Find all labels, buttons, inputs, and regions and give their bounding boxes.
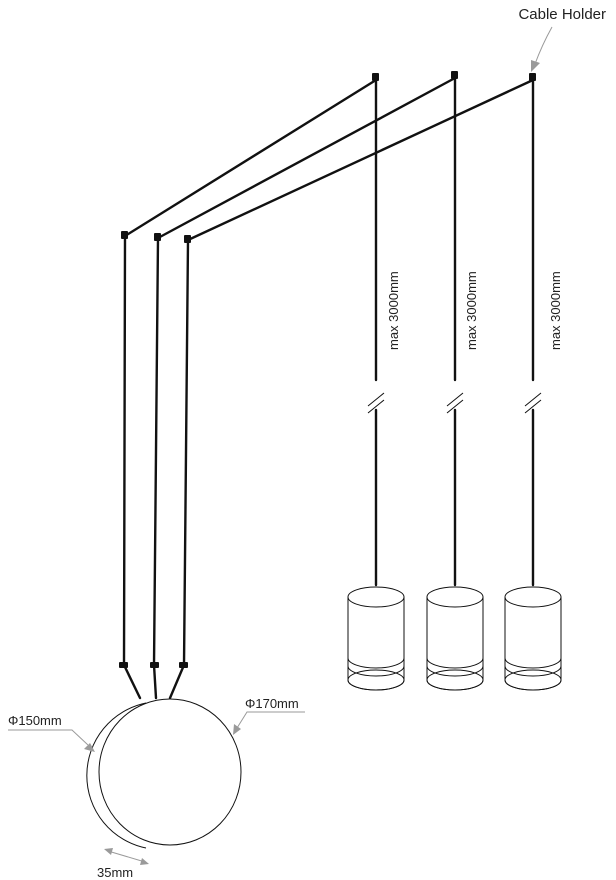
shade-1-top <box>347 586 405 608</box>
ceiling-hook-3 <box>529 73 536 81</box>
canopy-back-edge <box>86 702 147 849</box>
canopy-grip-1 <box>119 662 128 668</box>
ceiling-hook-1 <box>372 73 379 81</box>
cable-2-routing <box>152 76 457 700</box>
ceiling-canopy <box>86 698 242 849</box>
shade-2-opening <box>426 669 484 691</box>
lamp-shade-1 <box>347 586 405 691</box>
shade-3-ring-bottom <box>504 665 562 677</box>
canopy-front-diameter-label: Φ170mm <box>245 696 299 711</box>
cable-holder-bend-1 <box>121 231 128 239</box>
shade-1-ring-bottom <box>347 665 405 677</box>
shade-1-ring-top <box>347 657 405 669</box>
shade-1-opening <box>347 669 405 691</box>
canopy-grip-3 <box>179 662 188 668</box>
canopy-depth-arrowhead-left <box>104 848 113 855</box>
shade-3-opening <box>504 669 562 691</box>
canopy-depth-label: 35mm <box>97 865 133 880</box>
lamp-shade-3 <box>504 586 562 691</box>
canopy-front-disc <box>98 698 242 846</box>
canopy-grip-2 <box>150 662 159 668</box>
cable-length-label-2: max 3000mm <box>464 271 479 350</box>
break-mark-2 <box>446 392 464 414</box>
canopy-front-diameter-leader <box>236 711 305 729</box>
cable-length-label-1: max 3000mm <box>386 271 401 350</box>
shade-3-top <box>504 586 562 608</box>
cable-holder-leader <box>534 26 553 65</box>
cable-3-routing <box>168 78 535 700</box>
canopy-back-diameter-leader <box>8 729 89 746</box>
lamp-shade-2 <box>426 586 484 691</box>
cable-1-routing <box>122 78 378 700</box>
canopy-depth-dimension-line <box>107 850 146 863</box>
cable-2: max 3000mm <box>150 71 479 700</box>
shade-2-ring-top <box>426 657 484 669</box>
cable-holder-arrowhead <box>531 60 540 72</box>
canopy-back-diameter-arrowhead <box>84 743 95 752</box>
cable-3: max 3000mm <box>168 73 563 700</box>
ceiling-hook-2 <box>451 71 458 79</box>
cable-1: max 3000mm <box>119 73 401 700</box>
cable-holder-label: Cable Holder <box>518 6 606 23</box>
break-mark-1 <box>367 392 385 414</box>
break-mark-3 <box>524 392 542 414</box>
shade-3-ring-top <box>504 657 562 669</box>
shade-2-ring-bottom <box>426 665 484 677</box>
canopy-depth-arrowhead-right <box>140 858 149 865</box>
cable-length-label-3: max 3000mm <box>548 271 563 350</box>
shade-2-top <box>426 586 484 608</box>
canopy-back-diameter-label: Φ150mm <box>8 713 62 728</box>
canopy-front-diameter-arrowhead <box>233 724 241 735</box>
cable-holder-bend-3 <box>184 235 191 243</box>
cable-holder-bend-2 <box>154 233 161 241</box>
